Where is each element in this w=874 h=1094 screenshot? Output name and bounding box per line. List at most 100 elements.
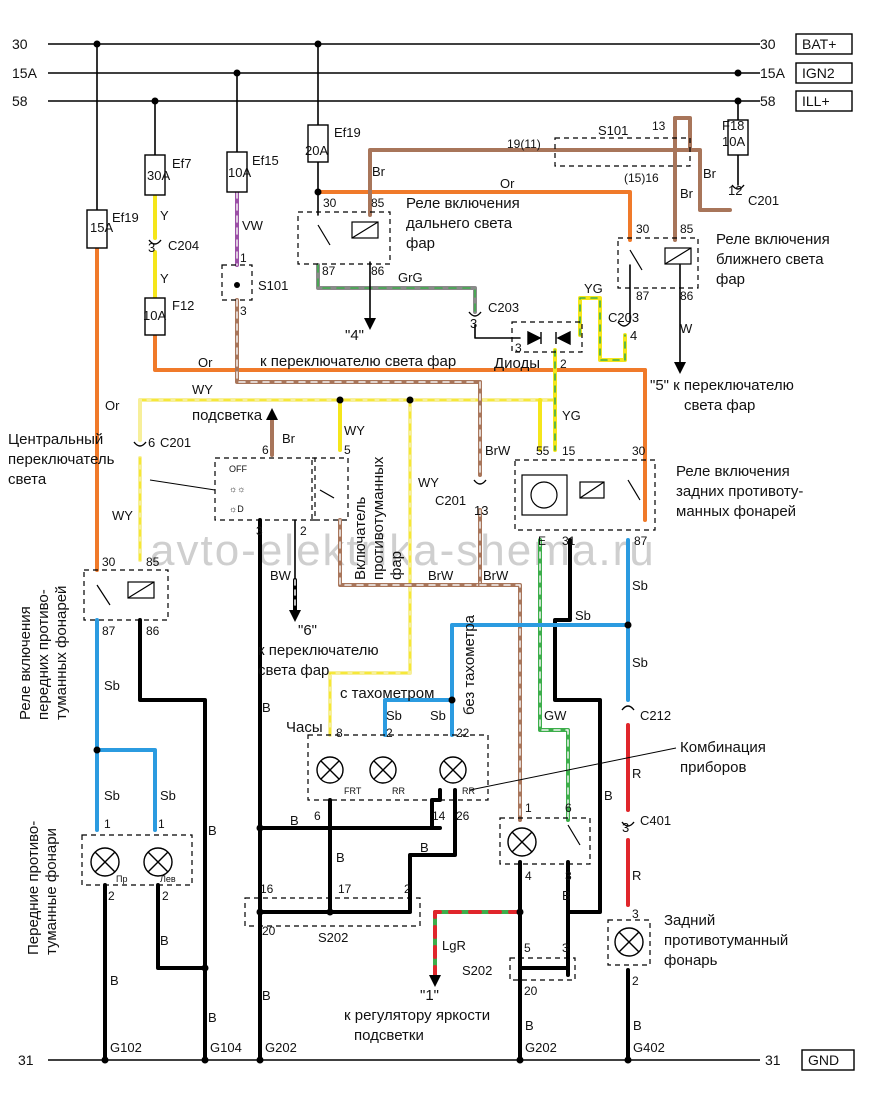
svg-text:87: 87 [102,624,116,638]
svg-text:WY: WY [112,508,133,523]
ill-box [795,90,853,112]
svg-text:Sb: Sb [386,708,402,723]
without-tacho-label: без тахометра [461,614,478,715]
svg-text:Ef7: Ef7 [172,156,192,171]
svg-text:20A: 20A [305,143,328,158]
rail-label-31: 31 [18,1052,34,1068]
svg-text:Or: Or [105,398,120,413]
svg-text:WY: WY [344,423,365,438]
connector-symbols [133,184,745,827]
gnd-box-label: GND [808,1052,839,1068]
rail-label-15a: 15A [12,65,38,81]
power-rails: 30 15A 58 31 30 15A 58 31 BAT+ IGN2 ILL+… [12,33,855,1071]
svg-text:2: 2 [632,974,639,988]
svg-text:Or: Or [198,355,213,370]
diodes-label: Диоды [494,355,540,372]
svg-text:87: 87 [634,534,648,548]
fuses: 15A Ef19 30A Ef7 10A Ef15 20A Ef19 10A F… [86,118,749,336]
svg-text:3: 3 [515,341,522,355]
svg-text:Центральный: Центральный [8,431,103,448]
svg-text:Передние противо-: Передние противо- [25,821,42,955]
svg-text:C203: C203 [608,310,639,325]
svg-text:C204: C204 [168,238,199,253]
svg-text:E: E [538,534,546,548]
svg-text:86: 86 [371,264,385,278]
svg-text:F12: F12 [172,298,194,313]
svg-text:30: 30 [632,444,646,458]
svg-text:Br: Br [282,431,296,446]
relays [81,137,699,981]
rail-label-30: 30 [12,36,28,52]
svg-text:Sb: Sb [430,708,446,723]
svg-text:30: 30 [102,555,116,569]
ign-box [795,62,853,84]
svg-text:Br: Br [703,166,717,181]
svg-text:BW: BW [270,568,292,583]
svg-text:Ef19: Ef19 [334,125,361,140]
svg-text:6: 6 [565,801,572,815]
svg-text:переключатель: переключатель [8,451,115,468]
gnd-box [801,1049,855,1071]
arrows [266,318,686,987]
svg-text:14: 14 [432,809,446,823]
ill-box-label: ILL+ [802,93,830,109]
rail-right-30: 30 [760,36,776,52]
svg-text:Sb: Sb [104,678,120,693]
rail-right-15a: 15A [760,65,786,81]
svg-text:фар: фар [388,551,405,580]
svg-text:WY: WY [418,475,439,490]
svg-text:15A: 15A [90,220,113,235]
svg-text:света фар: света фар [258,662,329,679]
svg-text:Реле включения: Реле включения [676,463,790,480]
svg-text:☼D: ☼D [229,504,244,514]
svg-text:Or: Or [500,176,515,191]
svg-text:3: 3 [622,820,629,835]
svg-text:6: 6 [262,443,269,457]
svg-text:B: B [420,840,429,855]
svg-text:манных фонарей: манных фонарей [676,503,796,520]
svg-text:10A: 10A [722,134,745,149]
svg-text:R: R [632,868,641,883]
svg-text:B: B [262,988,271,1003]
svg-text:туманных фонарей: туманных фонарей [53,586,70,720]
svg-text:86: 86 [146,624,160,638]
svg-text:Ef19: Ef19 [112,210,139,225]
svg-text:задних противоту-: задних противоту- [676,483,803,500]
svg-text:Br: Br [372,164,386,179]
svg-text:C201: C201 [435,493,466,508]
svg-text:"1": "1" [420,987,439,1004]
svg-text:GW: GW [544,708,567,723]
svg-text:Br: Br [680,186,694,201]
svg-text:Sb: Sb [160,788,176,803]
svg-text:2: 2 [108,889,115,903]
svg-text:Задний: Задний [664,912,715,929]
lamps [90,756,644,957]
svg-text:B: B [262,700,271,715]
svg-text:Sb: Sb [632,655,648,670]
svg-text:фар: фар [716,271,745,288]
svg-text:2: 2 [386,726,393,740]
with-tacho-label: с тахометром [340,685,434,702]
svg-text:4: 4 [525,869,532,883]
svg-text:W: W [680,321,693,336]
svg-text:B: B [604,788,613,803]
svg-text:12: 12 [728,183,742,198]
svg-text:10A: 10A [228,165,251,180]
svg-text:3: 3 [256,524,263,538]
svg-text:ближнего света: ближнего света [716,251,824,268]
svg-text:света фар: света фар [684,397,755,414]
svg-text:B: B [110,973,119,988]
backlight-label: подсветка [192,407,263,424]
svg-text:5: 5 [344,443,351,457]
svg-text:Комбинация: Комбинация [680,739,766,756]
svg-text:GrG: GrG [398,270,423,285]
svg-text:G104: G104 [210,1040,242,1055]
svg-text:3: 3 [148,240,155,255]
svg-text:☼☼: ☼☼ [229,484,246,494]
svg-text:RR: RR [462,786,475,796]
svg-text:FRT: FRT [344,786,362,796]
svg-text:Sb: Sb [632,578,648,593]
svg-text:B: B [633,1018,642,1033]
svg-text:дальнего света: дальнего света [406,215,513,232]
